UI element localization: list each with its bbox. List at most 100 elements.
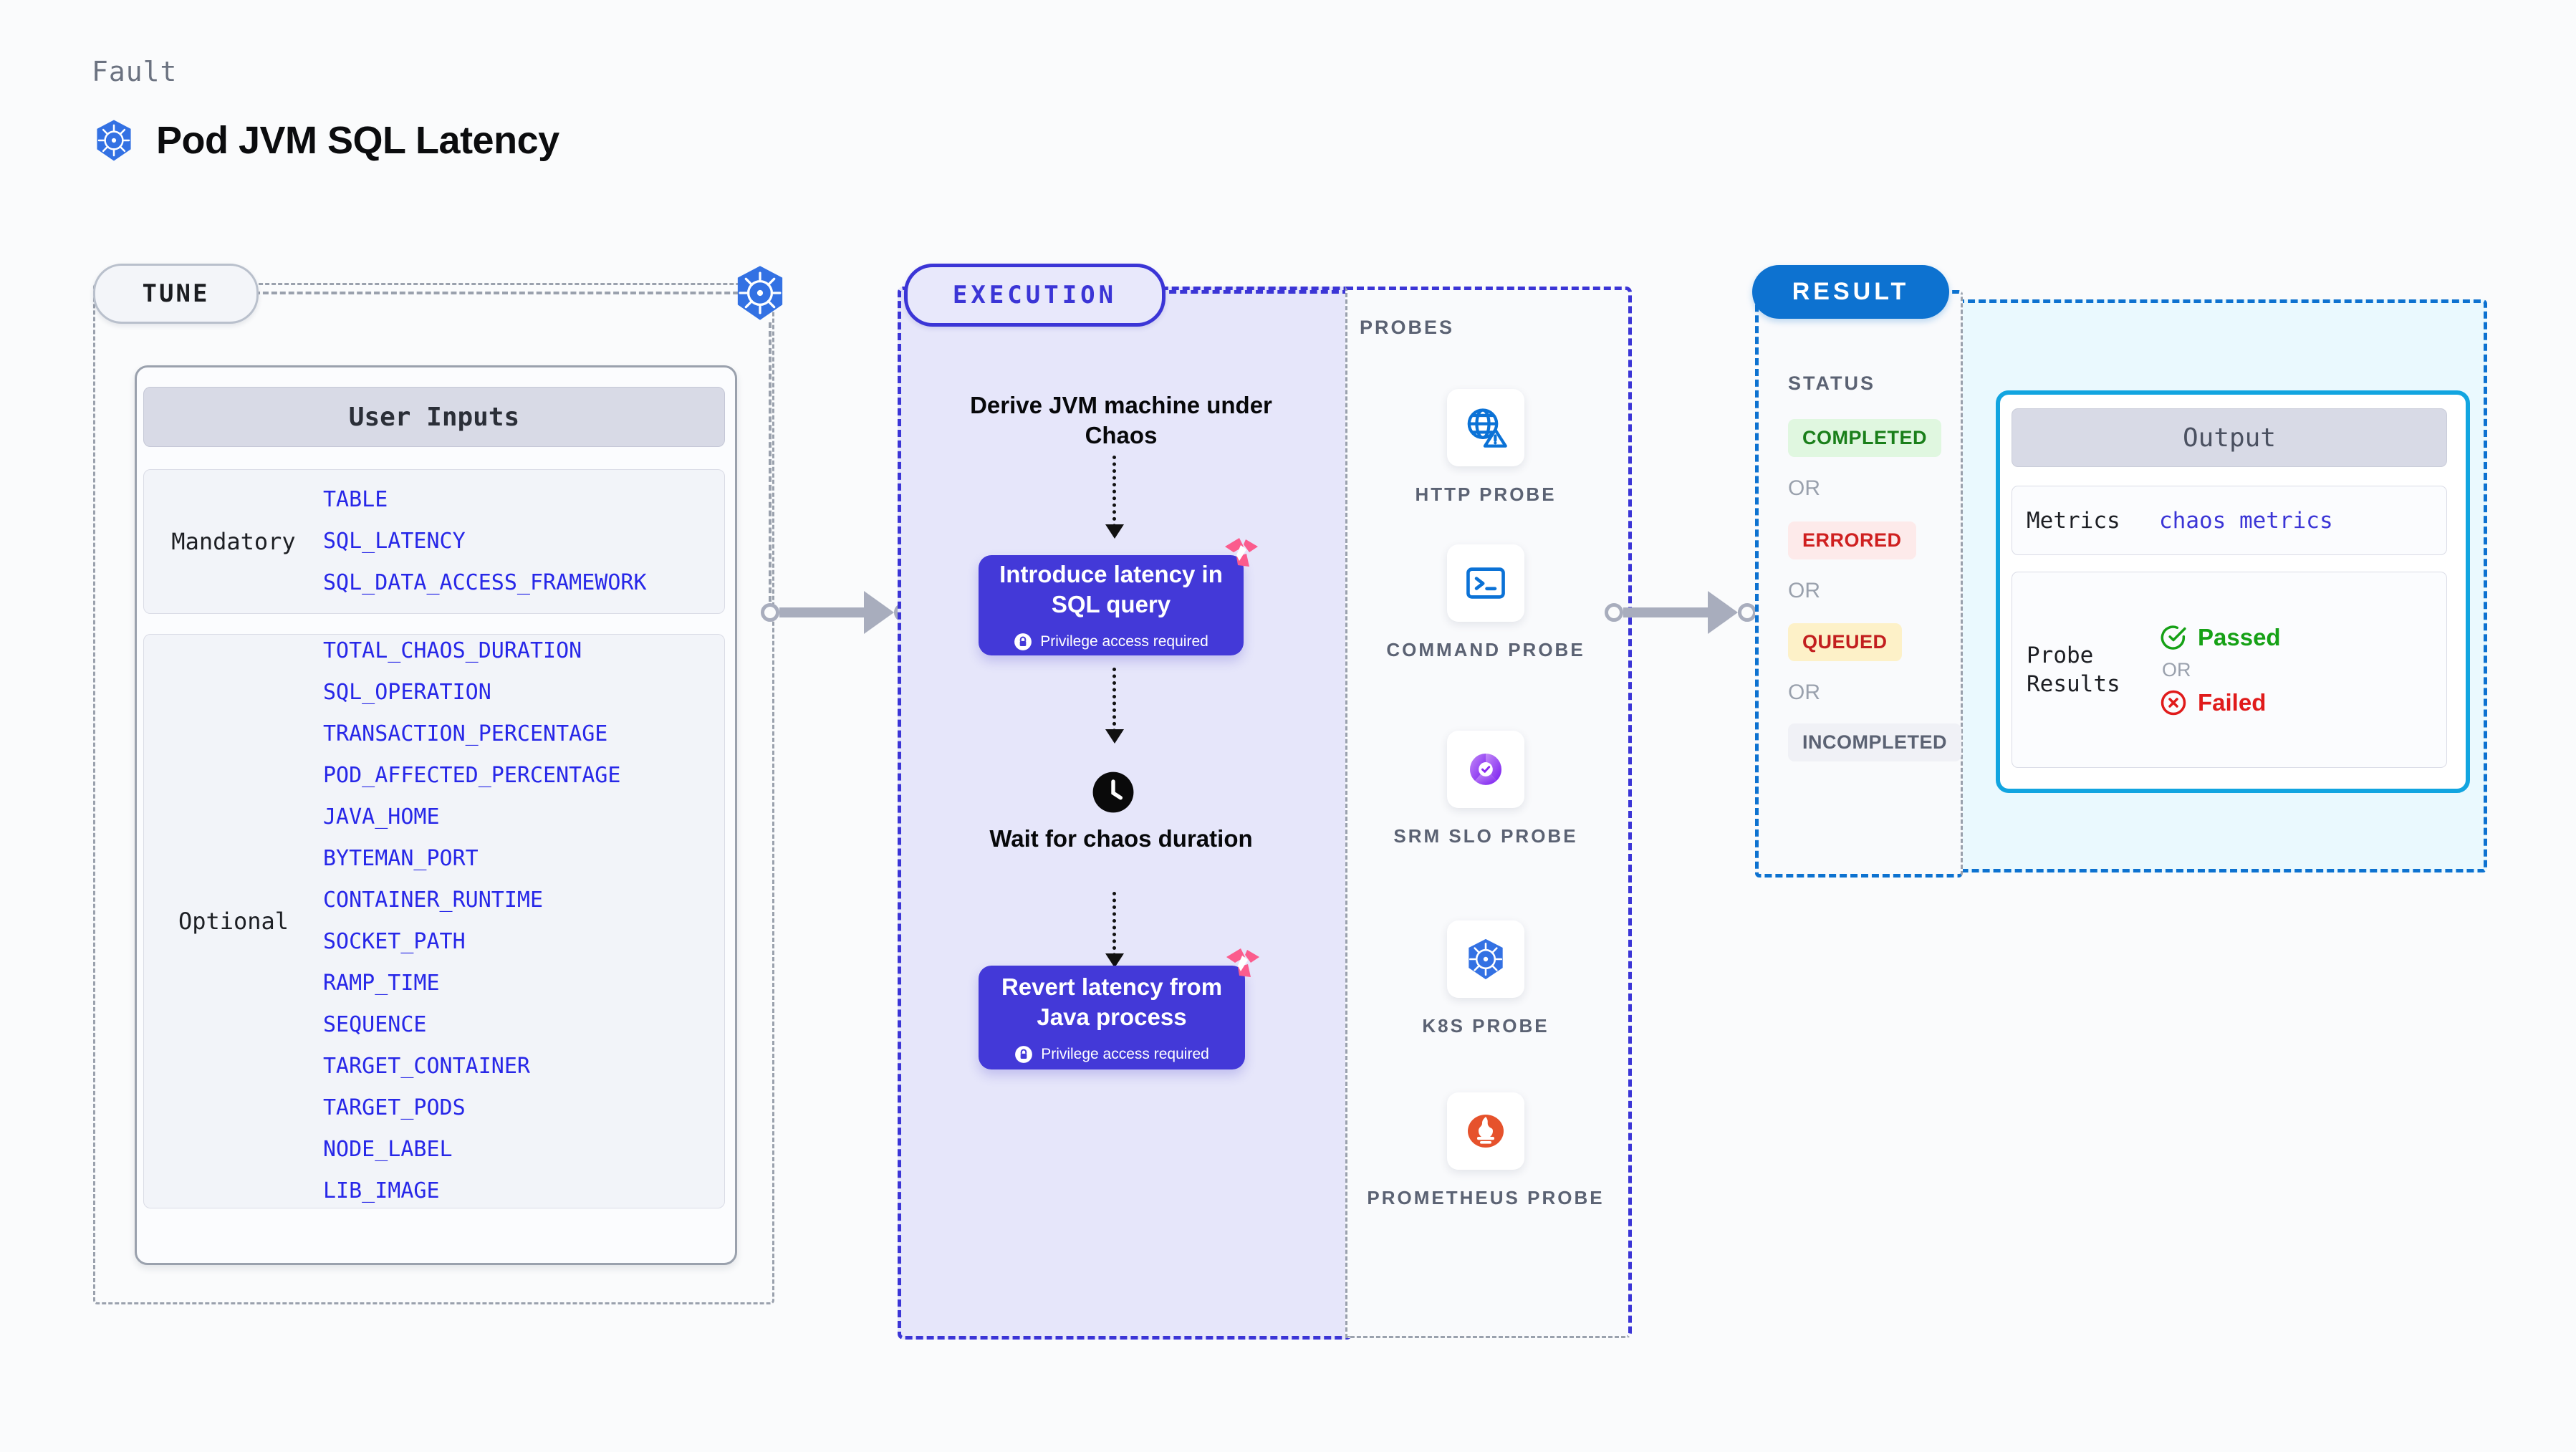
status-badge-incompleted: INCOMPLETED [1788, 723, 1962, 761]
mandatory-param-group: Mandatory TABLE SQL_LATENCY SQL_DATA_ACC… [143, 469, 725, 614]
execution-panel [898, 287, 1352, 1340]
connector-start-dot [1605, 603, 1623, 622]
user-inputs-title: User Inputs [348, 402, 520, 432]
tune-dashed-vertical [769, 322, 772, 602]
terminal-icon [1447, 544, 1524, 622]
fault-title-row: Pod JVM SQL Latency [92, 118, 559, 163]
output-title: Output [2182, 423, 2277, 453]
mandatory-label: Mandatory [171, 528, 296, 555]
connector-execution-to-result [1605, 591, 1756, 634]
execution-step-introduce-latency[interactable]: Introduce latency in SQL query Privilege… [979, 538, 1258, 655]
probe-srm-slo[interactable]: SRM SLO PROBE [1345, 731, 1626, 848]
execution-chip[interactable]: EXECUTION [904, 264, 1166, 327]
check-circle-icon [2159, 623, 2188, 652]
box-title: Revert latency from Java process [1001, 973, 1223, 1030]
tune-chip-label: TUNE [142, 279, 210, 308]
fault-title: Pod JVM SQL Latency [156, 119, 559, 162]
result-chip[interactable]: RESULT [1752, 265, 1949, 319]
param-item[interactable]: TOTAL_CHAOS_DURATION [323, 638, 582, 663]
tune-dashed-connector [254, 292, 756, 294]
param-item[interactable]: TARGET_CONTAINER [323, 1054, 530, 1079]
probe-result-failed: Failed [2159, 688, 2281, 717]
param-item[interactable]: BYTEMAN_PORT [323, 846, 479, 871]
flow-arrow [1105, 668, 1124, 744]
result-status-panel [1755, 290, 1963, 878]
output-row-probe-results: Probe Results Passed OR Failed [2012, 572, 2447, 768]
failed-label: Failed [2198, 688, 2267, 716]
param-item[interactable]: SQL_DATA_ACCESS_FRAMEWORK [323, 570, 647, 595]
lock-icon [1014, 633, 1032, 651]
connector-start-dot [761, 603, 779, 622]
result-chip-label: RESULT [1792, 278, 1910, 305]
or-separator: OR [1788, 476, 1820, 500]
execution-step-wait-chaos: Wait for chaos duration [989, 825, 1253, 852]
param-item[interactable]: RAMP_TIME [323, 971, 440, 996]
or-separator: OR [1788, 681, 1820, 704]
execution-step-derive-jvm: Derive JVM machine under Chaos [970, 392, 1272, 448]
mandatory-param-list: TABLE SQL_LATENCY SQL_DATA_ACCESS_FRAMEW… [323, 479, 647, 604]
param-item[interactable]: SOCKET_PATH [323, 929, 466, 954]
flow-arrow [1105, 892, 1124, 968]
kubernetes-icon [731, 264, 789, 322]
status-badge-completed: COMPLETED [1788, 419, 1942, 457]
srm-slo-icon [1447, 731, 1524, 808]
connector-arrowhead [1708, 591, 1738, 634]
optional-param-group: Optional TOTAL_CHAOS_DURATION SQL_OPERAT… [143, 634, 725, 1208]
param-item[interactable]: TARGET_PODS [323, 1095, 466, 1120]
passed-label: Passed [2198, 623, 2281, 650]
status-badge-queued: QUEUED [1788, 623, 1902, 661]
status-title: STATUS [1788, 372, 1875, 394]
or-separator: OR [1788, 579, 1820, 602]
param-item[interactable]: JAVA_HOME [323, 804, 440, 830]
fault-label: Fault [92, 56, 178, 87]
globe-warning-icon [1447, 389, 1524, 466]
execution-step-revert-latency[interactable]: Revert latency from Java process Privile… [979, 948, 1259, 1069]
litmus-icon [1222, 537, 1259, 576]
metrics-key: Metrics [2027, 507, 2120, 534]
probe-command[interactable]: COMMAND PROBE [1345, 544, 1626, 662]
param-item[interactable]: CONTAINER_RUNTIME [323, 888, 544, 913]
probe-label: PROMETHEUS PROBE [1367, 1187, 1605, 1208]
status-badge-errored: ERRORED [1788, 521, 1916, 559]
privilege-text: Privilege access required [1040, 633, 1208, 650]
probe-http[interactable]: HTTP PROBE [1345, 389, 1626, 506]
lock-icon [1014, 1045, 1033, 1064]
output-row-metrics: Metrics chaos metrics [2012, 486, 2447, 555]
connector-bar [779, 607, 865, 617]
param-item[interactable]: NODE_LABEL [323, 1137, 453, 1162]
param-item[interactable]: POD_AFFECTED_PERCENTAGE [323, 763, 621, 788]
clock-icon [1091, 770, 1135, 818]
x-circle-icon [2159, 688, 2188, 717]
tune-chip[interactable]: TUNE [93, 264, 259, 324]
box-title: Introduce latency in SQL query [999, 561, 1223, 617]
connector-end-dot [1738, 603, 1756, 622]
param-item[interactable]: SEQUENCE [323, 1012, 427, 1037]
privilege-note: Privilege access required [1014, 1045, 1209, 1064]
connector-tune-to-execution [761, 591, 913, 634]
privilege-text: Privilege access required [1041, 1045, 1209, 1062]
probe-results-key: Probe Results [2027, 643, 2120, 697]
privilege-note: Privilege access required [1014, 633, 1208, 651]
probe-result-passed: Passed [2159, 623, 2281, 652]
connector-arrowhead [864, 591, 894, 634]
output-header: Output [2012, 408, 2447, 467]
probe-label: HTTP PROBE [1415, 484, 1557, 505]
param-item[interactable]: LIB_IMAGE [323, 1178, 440, 1203]
param-item[interactable]: SQL_OPERATION [323, 680, 491, 705]
param-item[interactable]: TABLE [323, 487, 388, 512]
metrics-value[interactable]: chaos metrics [2159, 507, 2333, 534]
probe-label: K8S PROBE [1422, 1015, 1549, 1037]
kubernetes-icon [92, 118, 136, 163]
litmus-icon [1224, 947, 1261, 986]
execution-chip-label: EXECUTION [952, 281, 1118, 309]
probe-k8s[interactable]: K8S PROBE [1345, 920, 1626, 1038]
probe-prometheus[interactable]: PROMETHEUS PROBE [1345, 1092, 1626, 1210]
probe-label: COMMAND PROBE [1386, 639, 1585, 660]
param-item[interactable]: TRANSACTION_PERCENTAGE [323, 721, 608, 746]
param-item[interactable]: SQL_LATENCY [323, 529, 466, 554]
kubernetes-icon [1447, 920, 1524, 998]
or-separator: OR [2162, 658, 2191, 681]
connector-bar [1623, 607, 1709, 617]
probes-title: PROBES [1360, 317, 1455, 338]
prometheus-icon [1447, 1092, 1524, 1170]
